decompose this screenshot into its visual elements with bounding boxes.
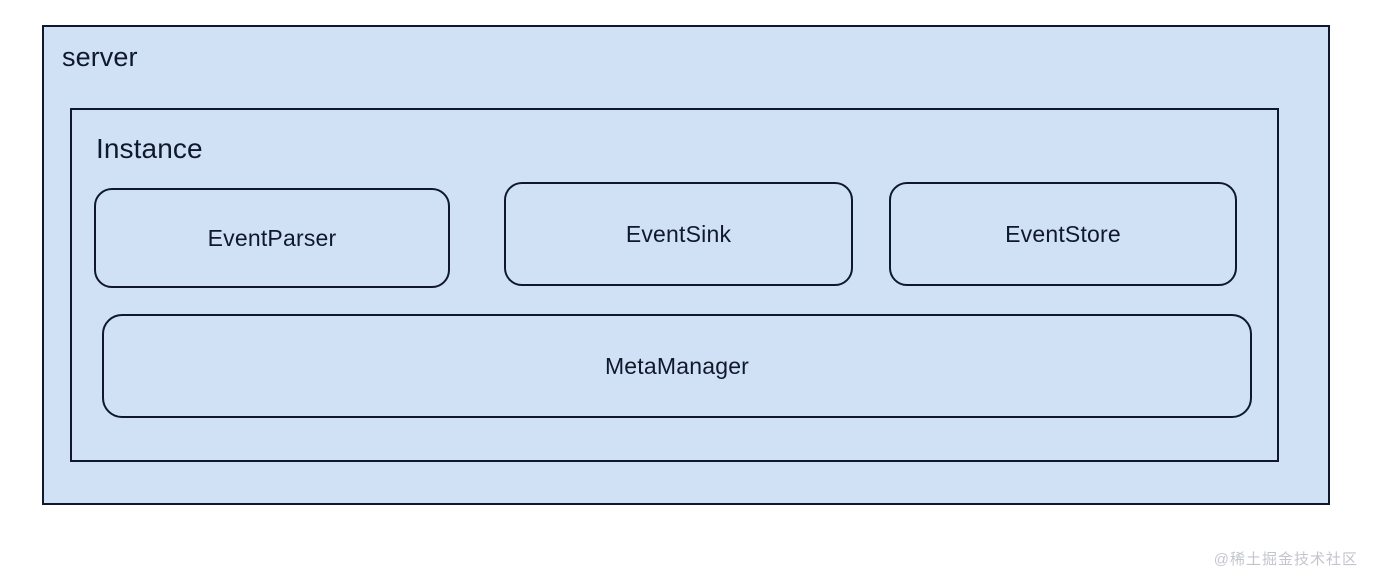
node-event-parser[interactable]: EventParser xyxy=(94,188,450,288)
node-event-store[interactable]: EventStore xyxy=(889,182,1237,286)
instance-container: Instance EventParser EventSink EventStor… xyxy=(70,108,1279,462)
server-container: server Instance EventParser EventSink Ev… xyxy=(42,25,1330,505)
watermark: @稀土掘金技术社区 xyxy=(1213,551,1358,568)
node-event-sink[interactable]: EventSink xyxy=(504,182,853,286)
node-event-sink-label: EventSink xyxy=(625,220,732,247)
node-event-parser-label: EventParser xyxy=(207,224,337,251)
node-meta-manager-label: MetaManager xyxy=(604,352,750,379)
instance-container-title: Instance xyxy=(96,133,203,164)
server-container-title: server xyxy=(62,42,138,72)
node-meta-manager[interactable]: MetaManager xyxy=(102,314,1252,418)
node-event-store-label: EventStore xyxy=(1005,220,1121,247)
